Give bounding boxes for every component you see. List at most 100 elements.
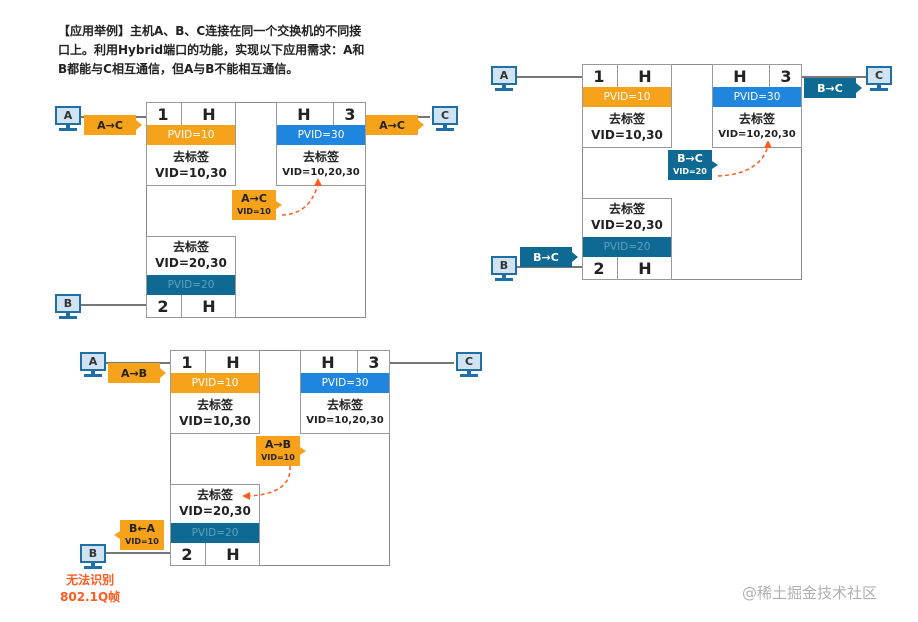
port-2-vid: VID=20,30 bbox=[155, 256, 227, 270]
port-2-untag: 去标签 VID=20,30 bbox=[171, 487, 259, 519]
frame-arrow-a-to-c-out: A→C bbox=[366, 115, 424, 135]
frame-tagged-label: B→C bbox=[677, 152, 703, 165]
port-2-number: 2 bbox=[157, 296, 169, 316]
port-2-type: H bbox=[617, 257, 672, 279]
frame-tagged-vid: VID=10 bbox=[261, 453, 295, 462]
frame-out-b-from-a: B←A VID=10 bbox=[120, 520, 164, 550]
host-b-label: B bbox=[491, 256, 517, 275]
port-3-vid: VID=10,20,30 bbox=[718, 129, 796, 140]
port-3-untag: 去标签 VID=10,20,30 bbox=[713, 111, 801, 143]
port-2: 去标签 VID=20,30 PVID=20 2 H bbox=[170, 484, 260, 566]
port-3-untag: 去标签 VID=10,20,30 bbox=[277, 149, 365, 181]
host-b: B bbox=[491, 256, 517, 281]
port-2-untag-label: 去标签 bbox=[172, 240, 209, 254]
frame-tagged-a-to-b: A→B VID=10 bbox=[256, 436, 300, 466]
host-a: A bbox=[55, 106, 81, 131]
port-3-untag: 去标签 VID=10,20,30 bbox=[301, 397, 389, 429]
port-1-type: H bbox=[205, 351, 260, 373]
host-b: B bbox=[55, 294, 81, 319]
port-3-untag-label: 去标签 bbox=[302, 150, 339, 164]
port-3-vid: VID=10,20,30 bbox=[306, 415, 384, 426]
frame-label: A→C bbox=[84, 115, 136, 135]
frame-tagged-a-to-c: A→C VID=10 bbox=[232, 190, 276, 220]
link-b bbox=[80, 304, 146, 306]
port-2-pvid: PVID=20 bbox=[583, 237, 671, 257]
frame-tagged-label: A→B bbox=[264, 438, 292, 451]
port-3-vid: VID=10,20,30 bbox=[282, 167, 360, 178]
port-1: 1 H PVID=10 去标签 VID=10,30 bbox=[146, 102, 236, 186]
frame-arrow-b-to-c-out: B→C bbox=[804, 78, 862, 98]
host-c: C bbox=[432, 106, 458, 131]
port-1-pvid: PVID=10 bbox=[147, 125, 235, 145]
port-1-vid: VID=10,30 bbox=[179, 414, 251, 428]
frame-tip bbox=[712, 161, 718, 169]
host-a-label: A bbox=[55, 106, 81, 125]
port-1-untag: 去标签 VID=10,30 bbox=[147, 149, 235, 181]
error-note-line-1: 无法识别 bbox=[66, 573, 115, 587]
frame-out-label: B←A bbox=[128, 522, 156, 535]
frame-arrow-b-to-c-in: B→C bbox=[520, 247, 578, 267]
port-2-untag: 去标签 VID=20,30 bbox=[583, 201, 671, 233]
link-c bbox=[800, 76, 866, 78]
frame-tagged-b-to-c: B→C VID=20 bbox=[668, 150, 712, 180]
host-b: B bbox=[80, 544, 106, 569]
port-3: H 3 PVID=30 去标签 VID=10,20,30 bbox=[300, 350, 390, 434]
port-2-number: 2 bbox=[181, 544, 193, 564]
port-1-vid: VID=10,30 bbox=[155, 166, 227, 180]
host-a-label: A bbox=[80, 352, 106, 371]
frame-label: B→C bbox=[520, 247, 572, 267]
port-1-pvid: PVID=10 bbox=[583, 87, 671, 107]
port-2-untag-label: 去标签 bbox=[608, 202, 645, 216]
port-3: H 3 PVID=30 去标签 VID=10,20,30 bbox=[712, 64, 802, 148]
port-3-number: 3 bbox=[333, 103, 366, 125]
port-1-untag-label: 去标签 bbox=[172, 150, 209, 164]
host-c-label: C bbox=[432, 106, 458, 125]
heading: 【应用举例】主机A、B、C连接在同一个交换机的不同接 口上。利用Hybrid端口… bbox=[58, 22, 430, 79]
port-2-type: H bbox=[181, 295, 236, 317]
port-3-untag-label: 去标签 bbox=[738, 112, 775, 126]
port-3-number: 3 bbox=[357, 351, 390, 373]
port-2-vid: VID=20,30 bbox=[591, 218, 663, 232]
host-c: C bbox=[456, 352, 482, 377]
frame-tip-left bbox=[114, 531, 120, 539]
port-3-pvid: PVID=30 bbox=[301, 373, 389, 393]
port-3-untag-label: 去标签 bbox=[326, 398, 363, 412]
port-3: H 3 PVID=30 去标签 VID=10,20,30 bbox=[276, 102, 366, 186]
port-1-untag-label: 去标签 bbox=[196, 398, 233, 412]
port-2-vid: VID=20,30 bbox=[179, 504, 251, 518]
frame-out-vid: VID=10 bbox=[125, 537, 159, 546]
host-a: A bbox=[491, 66, 517, 91]
host-a-label: A bbox=[491, 66, 517, 85]
port-1-untag: 去标签 VID=10,30 bbox=[171, 397, 259, 429]
host-c-label: C bbox=[456, 352, 482, 371]
frame-tagged-vid: VID=20 bbox=[673, 167, 707, 176]
port-2-pvid: PVID=20 bbox=[171, 523, 259, 543]
port-2-untag-label: 去标签 bbox=[196, 488, 233, 502]
port-1-number: 1 bbox=[181, 352, 193, 372]
port-1-number: 1 bbox=[157, 104, 169, 124]
port-3-pvid: PVID=30 bbox=[277, 125, 365, 145]
port-1-type: H bbox=[181, 103, 236, 125]
port-3-type: H bbox=[321, 352, 335, 372]
host-c: C bbox=[866, 66, 892, 91]
frame-label: A→C bbox=[366, 115, 418, 135]
port-2: 去标签 VID=20,30 PVID=20 2 H bbox=[146, 236, 236, 318]
port-2-type: H bbox=[205, 543, 260, 565]
link-a bbox=[516, 76, 582, 78]
error-note-line-2: 802.1Q帧 bbox=[60, 590, 121, 604]
watermark: @稀土掘金技术社区 bbox=[742, 584, 878, 602]
port-1-untag-label: 去标签 bbox=[608, 112, 645, 126]
port-1: 1 H PVID=10 去标签 VID=10,30 bbox=[582, 64, 672, 148]
heading-line-2: 口上。利用Hybrid端口的功能，实现以下应用需求：A和 bbox=[58, 43, 365, 57]
port-3-pvid: PVID=30 bbox=[713, 87, 801, 107]
heading-line-3: B都能与C相互通信，但A与B不能相互通信。 bbox=[58, 62, 299, 76]
host-b-label: B bbox=[80, 544, 106, 563]
frame-label: B→C bbox=[804, 78, 856, 98]
frame-tip bbox=[276, 201, 282, 209]
error-note: 无法识别 802.1Q帧 bbox=[60, 572, 120, 606]
port-1-number: 1 bbox=[593, 66, 605, 86]
port-3-type: H bbox=[297, 104, 311, 124]
